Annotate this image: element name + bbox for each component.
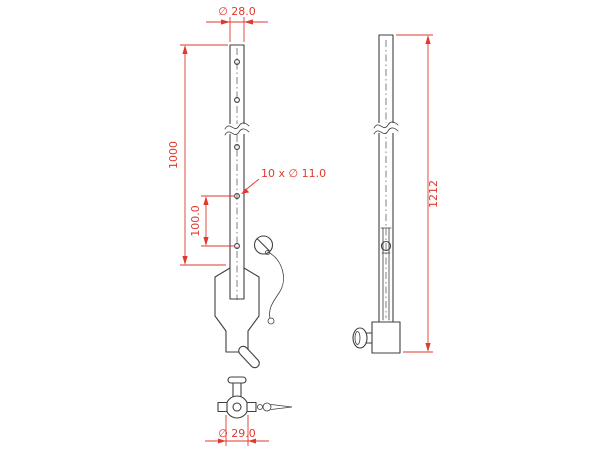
bottom-view (217, 376, 293, 419)
tube-outline-side (378, 34, 394, 323)
break-line-front (224, 128, 250, 136)
dim-arrows-tube-diameter (221, 19, 253, 25)
clamp-handle (238, 345, 260, 369)
side-pin-left (217, 401, 228, 413)
lanyard-cord (267, 251, 284, 319)
dim-hole-spacing: 100.0 (189, 195, 235, 247)
dim-label-hole-spacing: 100.0 (189, 205, 202, 237)
wing-knob-bar-top (227, 376, 247, 384)
pull-ring-side (380, 240, 392, 252)
front-view (214, 44, 284, 369)
dim-lines-tube-length (180, 44, 228, 266)
callout-label-holes: 10 x ∅ 11.0 (261, 167, 326, 180)
lanyard-ring (267, 317, 275, 325)
leader-arrow-holes (241, 188, 250, 194)
tube-end-in-clamp (229, 267, 245, 300)
break-line-side (373, 127, 399, 135)
callout-holes: 10 x ∅ 11.0 (241, 167, 326, 194)
tube-hole (234, 97, 240, 103)
inner-rod-side (380, 227, 392, 321)
side-view (352, 34, 401, 354)
break-line-front (224, 122, 250, 130)
clamp-body-side (371, 321, 401, 354)
dim-label-tube-length: 1000 (167, 141, 180, 169)
screw-slot (256, 238, 271, 252)
break-mask-front (226, 124, 248, 134)
tube-outline-front (229, 44, 245, 269)
dim-tube-diameter: ∅ 28.0 (206, 5, 268, 42)
tube-hole (234, 59, 240, 65)
dim-label-tube-diameter: ∅ 28.0 (218, 5, 256, 18)
spigot-bore (232, 402, 242, 412)
tube-hole (234, 144, 240, 150)
dim-overall-length: 1212 (396, 34, 440, 353)
dim-lines-hole-spacing (201, 195, 235, 247)
break-line-side (373, 121, 399, 129)
clamp-body-front (214, 267, 260, 353)
dim-tube-length: 1000 (167, 44, 228, 266)
knob-stem-side (365, 332, 373, 344)
side-pin-right (246, 401, 257, 413)
safety-pin-clip (270, 404, 293, 410)
dim-label-spigot-diameter: ∅ 29.0 (218, 427, 256, 440)
spigot-circle (225, 395, 249, 419)
dim-label-overall-length: 1212 (427, 180, 440, 208)
wing-knob-stem-top (232, 382, 242, 398)
dim-lines-tube-diameter (206, 17, 268, 42)
wing-knob-detail (354, 331, 361, 345)
pin-ring-large (262, 402, 272, 412)
dim-lines-spigot-diameter (205, 415, 269, 446)
dim-spigot-diameter: ∅ 29.0 (205, 415, 269, 446)
dim-arrows-spigot-diameter (218, 438, 256, 444)
pin-ring-small (257, 404, 263, 410)
break-mask-side (375, 123, 397, 133)
